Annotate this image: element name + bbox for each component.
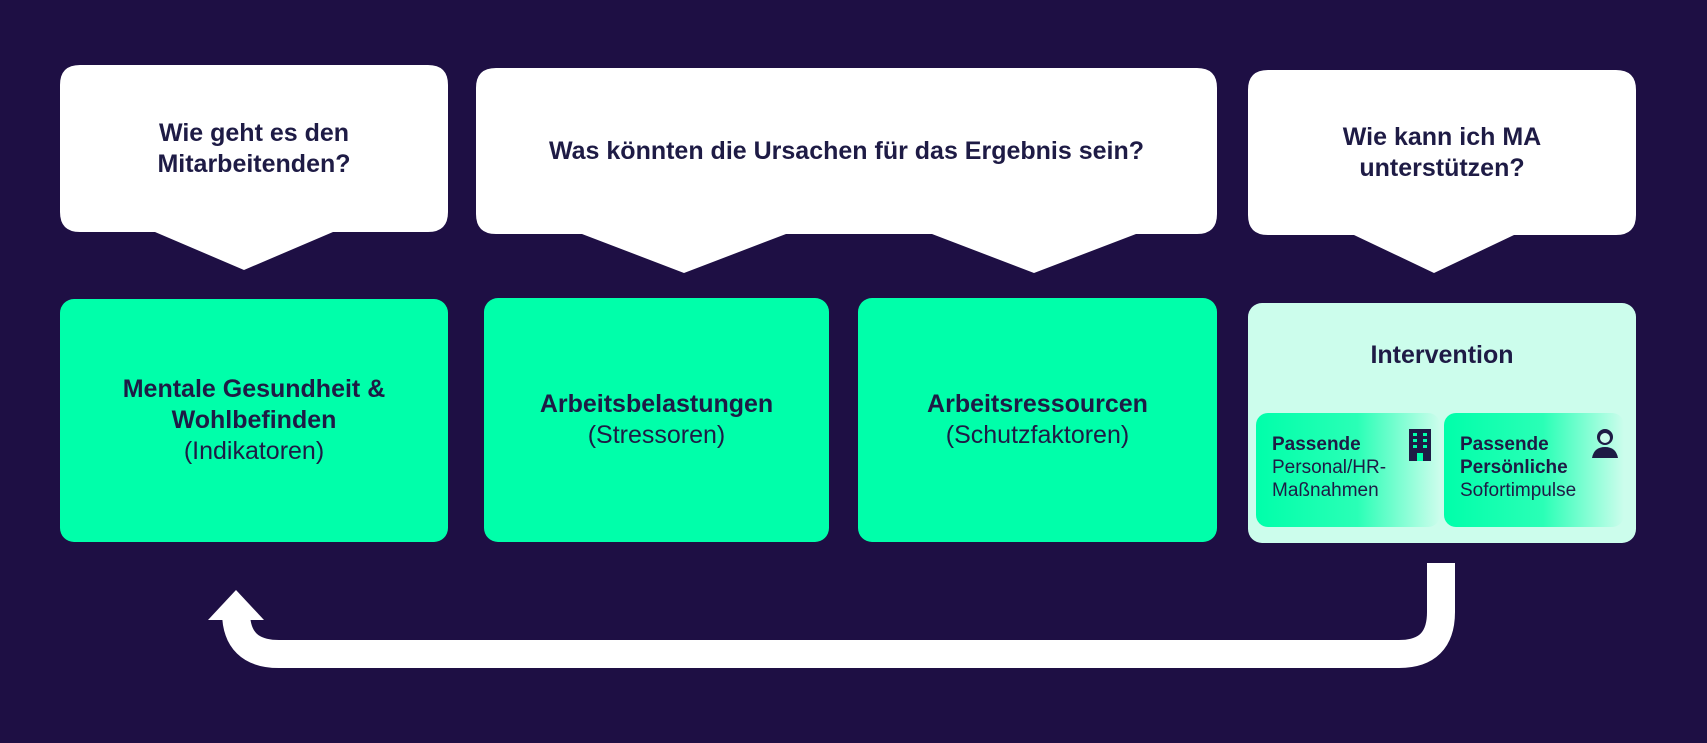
card-work-resources: Arbeitsressourcen (Schutzfaktoren) [858, 298, 1217, 542]
intervention-hr-measures: Passende Personal/HR-Maßnahmen [1256, 413, 1440, 527]
card-work-stressors-title: Arbeitsbelastungen [539, 390, 774, 418]
card-mental-health-subtitle: (Indikatoren) [183, 437, 325, 465]
person-icon [1590, 427, 1620, 465]
question-wellbeing: Wie geht es den Mitarbeitenden? [60, 65, 448, 232]
card-mental-health: Mentale Gesundheit & Wohlbefinden (Indik… [60, 299, 448, 542]
intervention-personal-bold: Passende Persönliche [1460, 434, 1568, 478]
card-mental-health-title: Mentale Gesundheit & Wohlbefinden [122, 375, 386, 434]
intervention-personal-impulses: Passende Persönliche Sofortimpulse [1444, 413, 1624, 527]
intervention-personal-text: Sofortimpulse [1460, 480, 1577, 501]
question-wellbeing-text: Wie geht es den Mitarbeitenden? [157, 118, 351, 178]
feedback-arrow-line [222, 563, 1455, 668]
card-work-stressors-subtitle: (Stressoren) [587, 421, 726, 449]
card-work-resources-subtitle: (Schutzfaktoren) [945, 421, 1130, 449]
intervention-hr-bold: Passende [1272, 434, 1361, 455]
bubble-q3-shape [1248, 70, 1636, 273]
intervention-panel: Intervention Passende Personal/HR-Maßnah… [1248, 303, 1636, 543]
question-causes-text: Was könnten die Ursachen für das Ergebni… [548, 136, 1145, 165]
question-support-text: Wie kann ich MA unterstützen? [1342, 122, 1542, 182]
card-work-resources-title: Arbeitsressourcen [927, 390, 1148, 418]
bubble-q2-shape [476, 68, 1217, 273]
question-causes: Was könnten die Ursachen für das Ergebni… [476, 68, 1217, 234]
card-work-stressors: Arbeitsbelastungen (Stressoren) [484, 298, 829, 542]
bubble-q1-shape [60, 65, 448, 270]
intervention-title: Intervention [1370, 341, 1514, 369]
building-icon [1406, 427, 1434, 467]
feedback-arrow-head [208, 590, 264, 620]
intervention-hr-text: Personal/HR-Maßnahmen [1272, 457, 1387, 501]
question-support: Wie kann ich MA unterstützen? [1248, 70, 1636, 235]
